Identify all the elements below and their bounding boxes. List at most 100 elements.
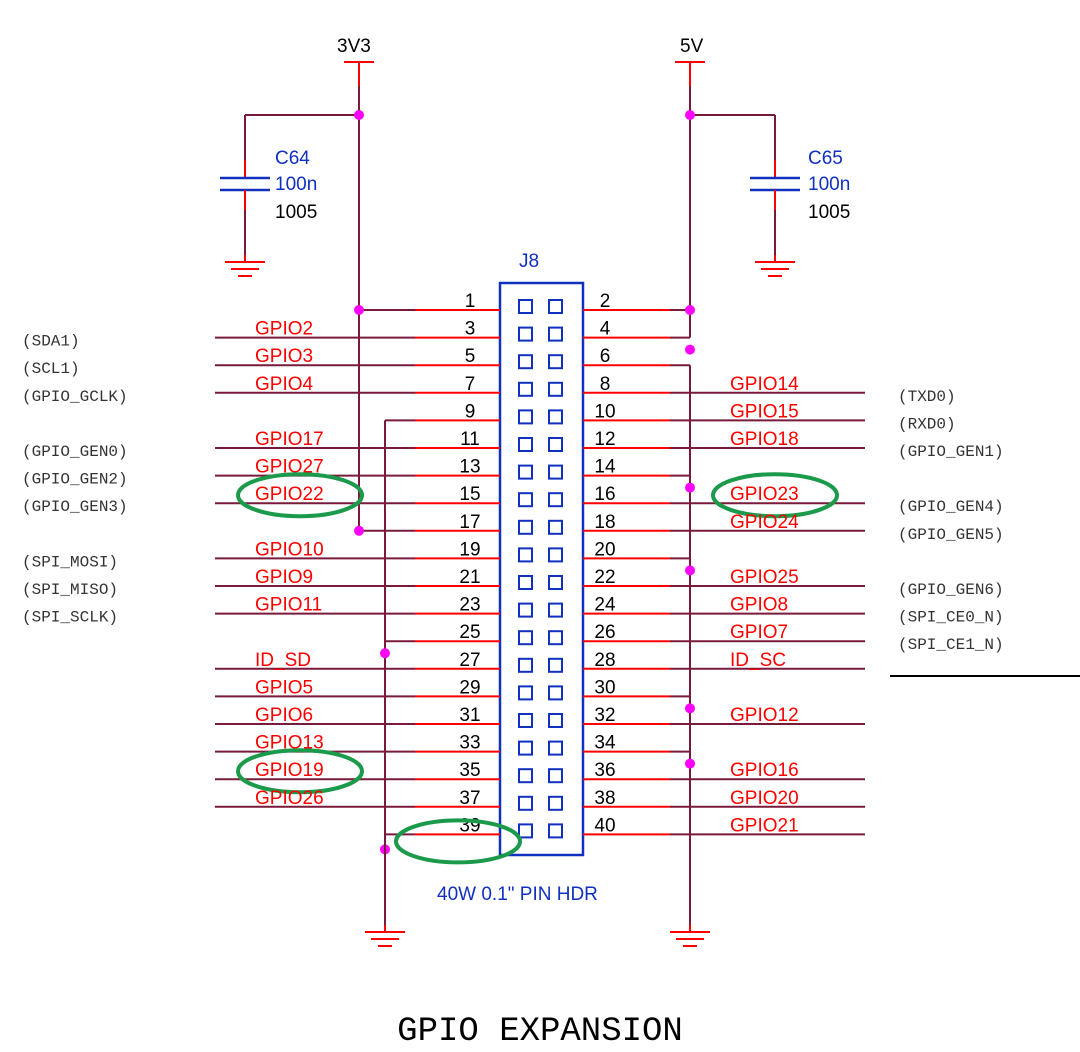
net-label: GPIO19	[255, 760, 324, 781]
junction-dot	[685, 110, 695, 120]
net-label: GPIO10	[255, 539, 324, 560]
net-label: GPIO15	[730, 401, 799, 422]
pin-pad	[548, 299, 563, 314]
pin-pad	[518, 768, 533, 784]
power-5v-label: 5V	[680, 36, 704, 57]
pin-pad	[548, 630, 563, 646]
pin-pad	[548, 768, 563, 784]
pin-pad	[548, 326, 563, 342]
c64-package: 1005	[275, 202, 317, 223]
pin-row-right: 32 GPIO12	[548, 705, 865, 728]
alt-function-label: (TXD0)	[898, 388, 956, 406]
junction-dot	[685, 344, 695, 355]
pin-pad	[548, 685, 563, 701]
pin-row-left: 11 GPIO17 (GPIO_GEN0)	[22, 429, 533, 461]
pin-pad	[548, 740, 563, 756]
alt-function-label: (RXD0)	[898, 415, 956, 433]
highlight-ellipse	[394, 818, 522, 865]
c64-ref: C64	[275, 148, 310, 169]
pin-pad	[518, 354, 533, 370]
pin-number: 16	[594, 484, 615, 505]
junction-dot	[354, 525, 364, 536]
net-label: GPIO12	[730, 705, 799, 726]
net-label: GPIO18	[730, 429, 799, 450]
pin-row-left: 29 GPIO5	[215, 677, 533, 701]
pin-pad	[518, 299, 533, 314]
pin-number: 31	[459, 705, 480, 726]
alt-function-label: (GPIO_GEN0)	[22, 443, 128, 461]
pin-pad	[548, 657, 563, 673]
pin-pad	[518, 823, 533, 839]
pin-number: 17	[459, 512, 480, 533]
net-label: GPIO4	[255, 374, 314, 395]
pin-number: 32	[594, 705, 615, 726]
pin-pad	[518, 492, 533, 508]
pin-row-right: 8 GPIO14 (TXD0)	[548, 374, 956, 406]
pin-number: 28	[594, 650, 615, 671]
pin-pad	[518, 381, 533, 397]
pin-number: 5	[465, 346, 476, 367]
net-label: GPIO8	[730, 595, 788, 616]
pin-number: 29	[459, 677, 480, 698]
pin-pad	[548, 575, 563, 590]
pin-number: 1	[465, 291, 476, 312]
pin-pad	[548, 354, 563, 370]
junction-dot	[685, 758, 695, 769]
net-label: GPIO14	[730, 374, 799, 395]
pin-pad	[548, 602, 563, 618]
pin-row-right: 34	[548, 733, 695, 769]
c65-value: 100n	[808, 174, 850, 195]
net-label: GPIO23	[730, 484, 799, 505]
pin-row-right: 14	[548, 457, 695, 493]
pin-number: 2	[600, 291, 611, 312]
net-label: GPIO2	[255, 319, 313, 340]
pin-number: 23	[459, 595, 480, 616]
net-label: GPIO22	[255, 484, 324, 505]
pin-number: 18	[594, 512, 615, 533]
pin-number: 14	[594, 457, 616, 478]
pin-number: 8	[600, 374, 611, 395]
c64-value: 100n	[275, 174, 317, 195]
pin-pad	[548, 437, 563, 452]
pin-number: 13	[459, 457, 480, 478]
pin-number: 24	[594, 595, 616, 616]
junction-dot	[354, 110, 364, 120]
alt-function-label: (GPIO_GEN6)	[898, 581, 1004, 599]
net-label: GPIO16	[730, 760, 799, 781]
alt-function-label: (GPIO_GCLK)	[22, 388, 128, 406]
pin-number: 11	[460, 429, 480, 450]
pin-pad	[518, 575, 533, 590]
alt-function-label: (SPI_CE1_N)	[898, 636, 1004, 654]
pin-number: 34	[594, 733, 616, 754]
junction-dot	[380, 648, 390, 659]
net-label: GPIO17	[255, 429, 324, 450]
capacitor-c65: C65 100n 1005	[750, 115, 850, 277]
pin-number: 27	[459, 650, 480, 671]
net-label: GPIO9	[255, 567, 313, 588]
pin-pad	[518, 657, 533, 673]
pin-pad	[518, 713, 533, 728]
net-label: GPIO26	[255, 788, 324, 809]
pin-pad	[518, 409, 533, 425]
alt-function-label: (GPIO_GEN5)	[898, 526, 1004, 544]
pin-pad	[548, 823, 563, 839]
connector-j8: J8 40W 0.1" PIN HDR	[437, 251, 598, 905]
net-label: GPIO5	[255, 677, 313, 698]
net-label: GPIO25	[730, 567, 799, 588]
pin-pad	[548, 409, 563, 425]
pin-pad	[518, 630, 533, 646]
pin-pad	[548, 381, 563, 397]
pin-row-right: 30	[548, 677, 695, 714]
